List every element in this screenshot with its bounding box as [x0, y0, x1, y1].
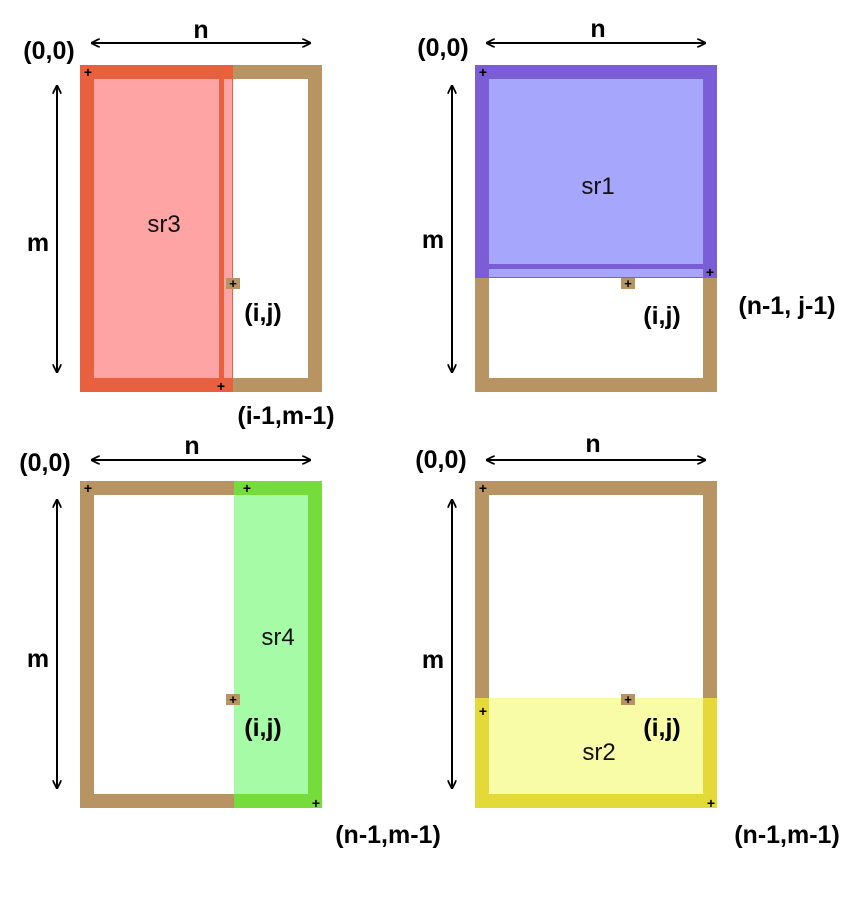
- corner-label: (i-1,m-1): [237, 402, 334, 430]
- width-label: n: [585, 430, 600, 458]
- subregion-sr2-top-edge: [489, 698, 703, 712]
- subregion-sr3: [80, 65, 233, 392]
- panel-sr1: sr1 + (i,j) + + (0,0) n m (n-1, j-1): [417, 15, 836, 392]
- height-label: m: [422, 646, 444, 674]
- point-marker: [226, 694, 240, 705]
- origin-plus: +: [84, 64, 92, 80]
- region-label: sr3: [147, 211, 180, 238]
- panel-sr2: sr2 + (i,j) + + + (0,0) n m (n-1,m-1): [415, 430, 839, 849]
- corner-plus: +: [706, 264, 714, 280]
- corner-label: (n-1, j-1): [738, 292, 835, 320]
- region-start-plus: +: [479, 703, 487, 719]
- corner-label: (n-1,m-1): [734, 821, 840, 849]
- panel-sr3: sr3 + (i,j) + + (0,0) n m (i-1,m-1): [23, 16, 334, 430]
- region-start-plus: +: [243, 480, 251, 496]
- point-marker: [226, 278, 240, 289]
- point-marker-plus: +: [229, 276, 237, 291]
- width-label: n: [590, 15, 605, 43]
- height-label: m: [422, 226, 444, 254]
- panel-sr4: sr4 + (i,j) + + + (0,0) n m (n-1,m-1): [19, 432, 440, 849]
- origin-label: (0,0): [23, 37, 74, 65]
- width-label: n: [184, 432, 199, 460]
- point-marker: [621, 278, 635, 289]
- corner-plus: +: [707, 795, 715, 811]
- subregion-sr4-left-edge: [234, 495, 248, 794]
- point-marker: [621, 694, 635, 705]
- width-label: n: [193, 16, 208, 44]
- point-marker-plus: +: [229, 692, 237, 707]
- corner-plus: +: [312, 795, 320, 811]
- origin-label: (0,0): [417, 34, 468, 62]
- origin-plus: +: [479, 480, 487, 496]
- region-label: sr2: [582, 739, 615, 766]
- origin-label: (0,0): [415, 446, 466, 474]
- corner-plus: +: [217, 378, 225, 394]
- subregion-sr1: [475, 65, 717, 278]
- point-label: (i,j): [244, 299, 282, 327]
- region-label: sr1: [581, 173, 614, 200]
- point-label: (i,j): [244, 714, 282, 742]
- point-label: (i,j): [643, 302, 681, 330]
- corner-label: (n-1,m-1): [335, 821, 441, 849]
- region-label: sr4: [261, 624, 294, 651]
- origin-plus: +: [479, 64, 487, 80]
- point-marker-plus: +: [624, 276, 632, 291]
- subregion-sr3-right-edge: [224, 79, 232, 378]
- point-label: (i,j): [643, 714, 681, 742]
- point-marker-plus: +: [624, 692, 632, 707]
- height-label: m: [27, 229, 49, 257]
- height-label: m: [27, 645, 49, 673]
- origin-plus: +: [84, 480, 92, 496]
- subregion-sr1-bottom-edge: [489, 269, 703, 277]
- origin-label: (0,0): [19, 449, 70, 477]
